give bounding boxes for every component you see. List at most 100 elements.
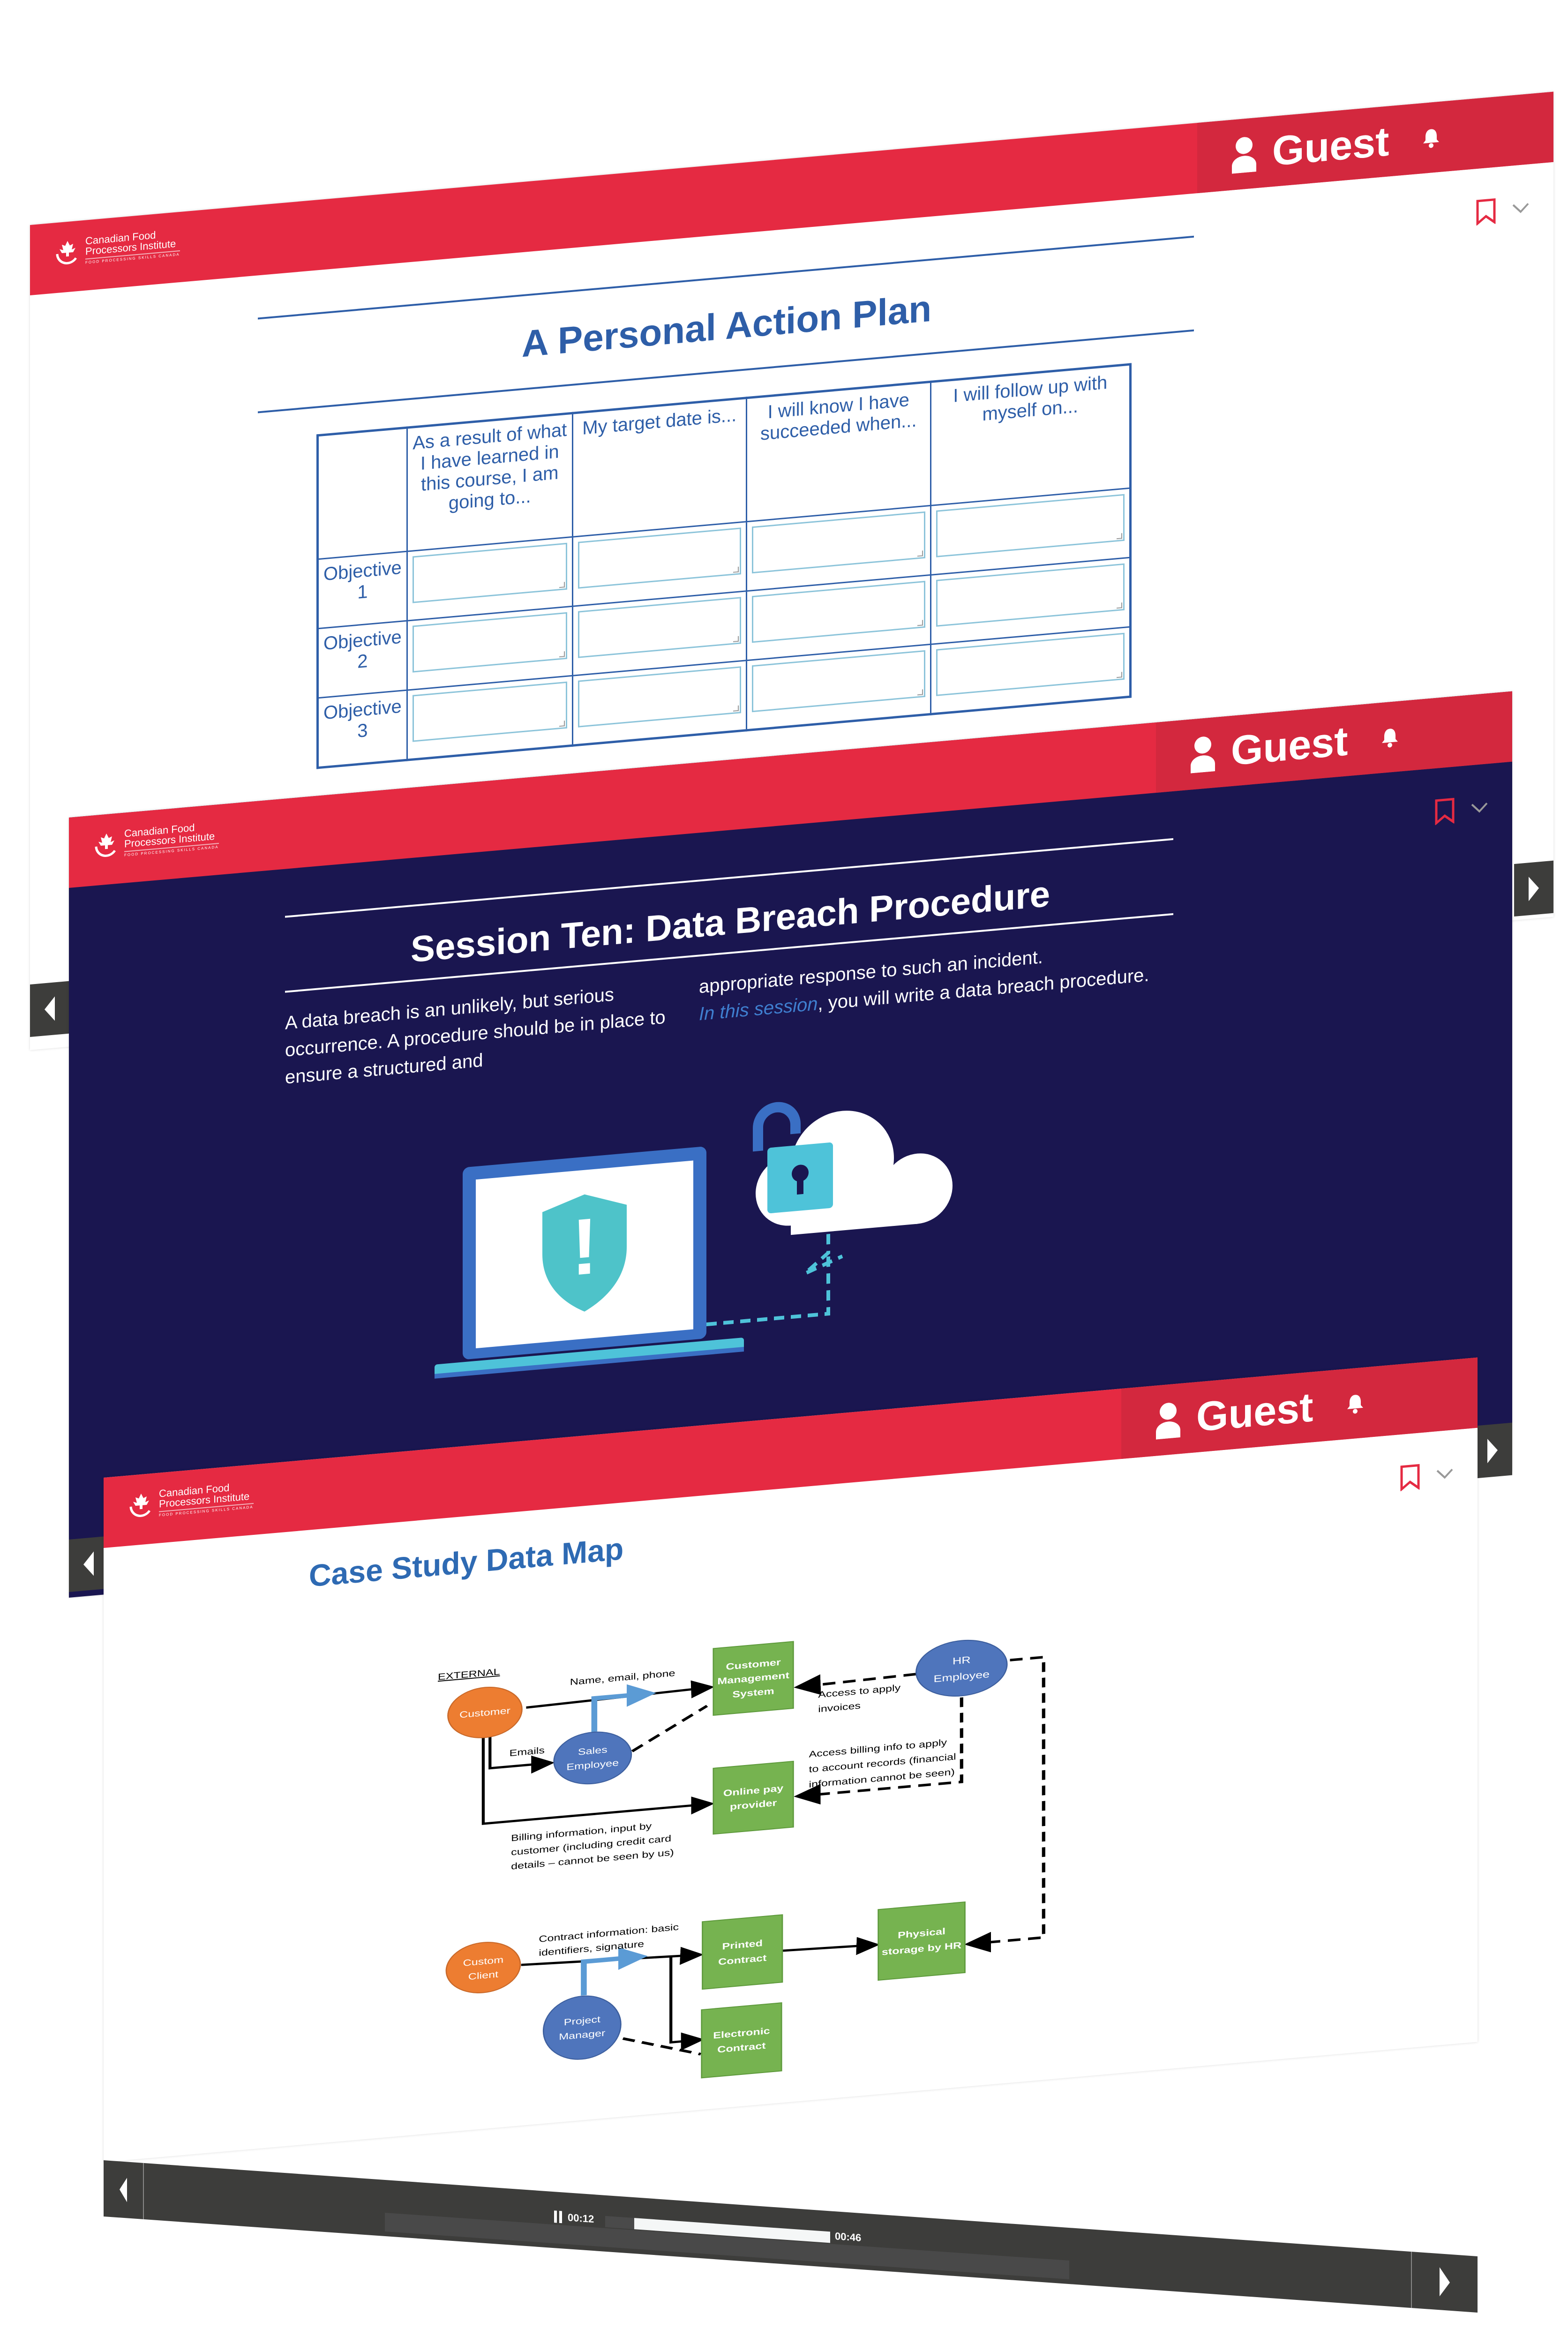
text-input[interactable] [751,650,925,713]
connection-line [706,1233,843,1327]
logo: Canadian Food Processors Institute FOOD … [92,820,219,860]
slide-case-study: Canadian Food Processors Institute FOOD … [104,1357,1478,2162]
user-icon [1232,137,1256,174]
dashed-edges [622,1655,1045,2056]
maple-leaf-icon [56,240,77,264]
bell-icon[interactable] [1422,126,1440,149]
pause-button[interactable] [554,2210,563,2225]
edge-label: Name, email, phone [570,1668,675,1687]
text-input[interactable] [578,597,741,658]
text-input[interactable] [936,632,1125,696]
edge-label: Contract information: basic [539,1922,679,1945]
unlocked-padlock-icon [753,1102,833,1213]
data-map-diagram: EXTERNAL Customer Sales Employee [438,1639,1045,2079]
text-input[interactable] [412,681,567,742]
row-label: Objective 1 [317,551,407,629]
text-input[interactable] [578,666,741,728]
text-input[interactable] [936,563,1125,627]
bell-icon[interactable] [1346,1392,1365,1414]
bookmark-controls[interactable] [1433,794,1489,826]
intro-text-right: appropriate response to such an incident… [699,932,1168,1028]
edge-label: Emails [510,1745,545,1758]
user-menu[interactable]: Guest [1197,91,1553,194]
total-time: 00:46 [835,2230,862,2244]
highlight-text: In this session [699,993,818,1025]
slide-action-plan: Canadian Food Processors Institute FOOD … [30,91,1553,1050]
arrow-right-icon [1529,877,1539,902]
arrow-left-icon [120,2178,127,2202]
text-input[interactable] [412,612,567,673]
bookmark-icon[interactable] [1475,197,1497,226]
text-input[interactable] [578,527,741,589]
header-bar: Canadian Food Processors Institute FOOD … [69,691,1512,888]
prev-slide-button[interactable] [104,2160,144,2220]
page-title: Case Study Data Map [309,1531,624,1593]
blue-arrows [581,1684,656,1996]
arrow-left-icon [45,996,55,1021]
arrow-right-icon [1487,1439,1498,1464]
header-bar: Canadian Food Processors Institute FOOD … [30,91,1553,295]
shield-mark: ! [571,1202,598,1293]
node-label: HR [953,1654,971,1667]
edge-label: Access to apply [818,1683,901,1700]
column-header: I will know I have succeeded when... [746,382,931,522]
user-menu[interactable]: Guest [1156,691,1512,793]
user-icon [1191,736,1215,774]
slide-data-breach: Canadian Food Processors Institute FOOD … [69,691,1512,1598]
text-input[interactable] [751,511,925,574]
column-header: As a result of what I have learned in th… [407,413,573,552]
bell-icon[interactable] [1380,726,1399,748]
node-electronic-contract: Electronic Contract [701,2002,782,2079]
media-player-bar: 00:12 00:46 [104,2160,1478,2313]
caption-track [385,2212,1069,2280]
maple-leaf-icon [129,1493,151,1517]
text-input[interactable] [751,580,925,643]
node-online-pay-provider: Online pay provider [713,1760,794,1835]
node-customer-management-system: Customer Management System [713,1641,794,1716]
user-name: Guest [1196,1383,1313,1441]
column-header: I will follow up with myself on... [930,364,1131,506]
prev-slide-button[interactable] [69,1536,108,1592]
node-sales-employee: Sales Employee [553,1731,632,1785]
chevron-down-icon[interactable] [1511,202,1530,215]
text-input[interactable] [936,494,1125,557]
prev-slide-button[interactable] [30,981,69,1037]
bookmark-controls[interactable] [1475,195,1530,226]
current-time: 00:12 [568,2211,594,2225]
pause-icon [554,2210,562,2224]
user-name: Guest [1272,118,1389,175]
logo: Canadian Food Processors Institute FOOD … [127,1480,254,1520]
logo: Canadian Food Processors Institute FOOD … [53,228,180,268]
arrow-left-icon [83,1551,94,1576]
node-custom-client: Custom Client [445,1942,521,1993]
bookmark-icon[interactable] [1433,797,1456,826]
bookmark-controls[interactable] [1399,1460,1454,1492]
shield-icon: ! [542,1194,627,1312]
node-physical-storage: Physical storage by HR [878,1901,966,1981]
node-hr-employee: HR Employee [915,1639,1008,1697]
chevron-down-icon[interactable] [1470,801,1489,815]
text-input[interactable] [412,542,567,603]
external-label: EXTERNAL [438,1667,500,1682]
next-slide-button[interactable] [1411,2252,1478,2313]
chevron-down-icon[interactable] [1435,1467,1454,1481]
action-plan-table: As a result of what I have learned in th… [316,363,1132,769]
arrow-right-icon [1440,2267,1450,2297]
node-customer: Customer [447,1686,523,1738]
next-slide-button[interactable] [1514,860,1553,917]
user-name: Guest [1231,717,1348,774]
next-slide-button[interactable] [1473,1422,1512,1479]
edge-label: invoices [818,1700,861,1714]
data-breach-illustration: ! [435,1102,953,1379]
row-label: Objective 3 [317,690,407,768]
intro-text-left: A data breach is an unlikely, but seriou… [285,984,666,1088]
column-header: My target date is... [572,398,747,537]
node-project-manager: Project Manager [542,1995,622,2060]
column-header [317,428,407,559]
maple-leaf-icon [95,833,116,857]
node-printed-contract: Printed Contract [702,1914,783,1990]
bookmark-icon[interactable] [1399,1463,1421,1492]
header-bar: Canadian Food Processors Institute FOOD … [104,1357,1478,1548]
user-menu[interactable]: Guest [1121,1357,1478,1459]
row-label: Objective 2 [317,621,407,698]
